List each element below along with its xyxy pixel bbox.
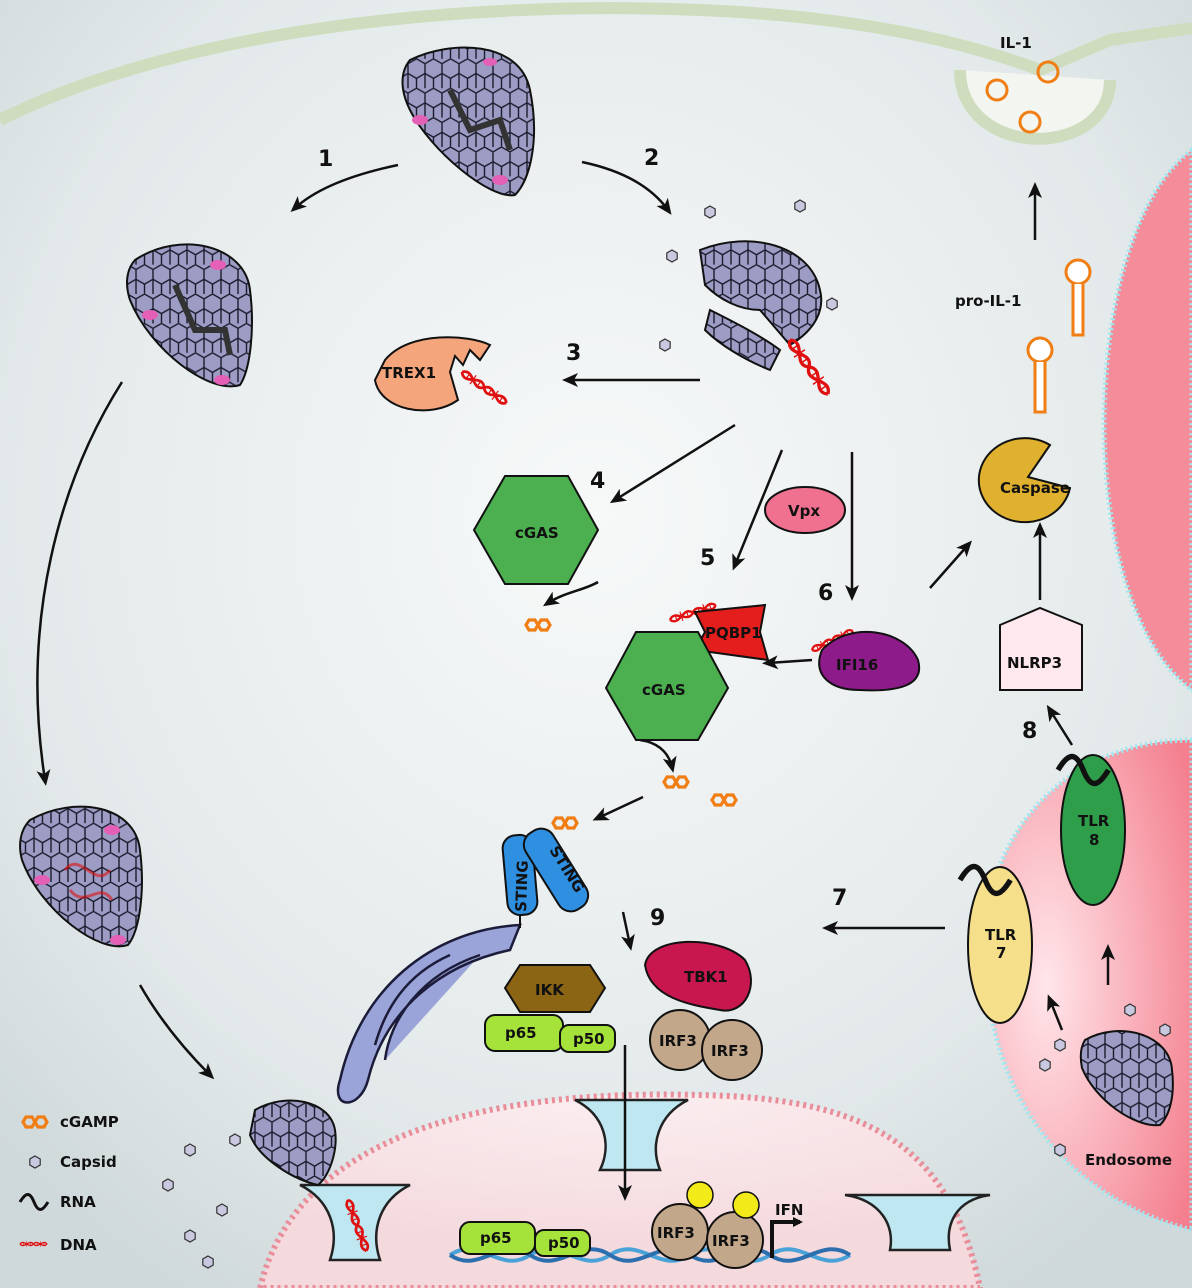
tlr8-label-b: 8 (1089, 831, 1099, 849)
pqbp1-protein (693, 603, 770, 662)
caspase-protein (977, 437, 1072, 524)
virion-uncoating (698, 240, 823, 372)
virion-endosome (1079, 1030, 1174, 1127)
trex1-protein (373, 336, 492, 412)
legend: cGAMP Capsid RNA DNA (18, 1113, 119, 1254)
step-number: 8 (1022, 719, 1037, 744)
capsid-icon (29, 1155, 41, 1169)
pqbp1-label: PQBP1 (705, 624, 762, 642)
phosphate-icon (732, 1191, 760, 1219)
p50-nuclear-protein (534, 1229, 591, 1257)
tlr7-label-a: TLR (985, 926, 1017, 944)
endoplasmic-reticulum (336, 923, 522, 1104)
irf3-label-a: IRF3 (659, 1032, 697, 1050)
ikk-label: IKK (535, 981, 565, 999)
trex1-label: TREX1 (382, 364, 436, 382)
plasma-membrane (0, 2, 1192, 126)
virion-nuclear-entry (248, 1099, 337, 1187)
p50-label: p50 (573, 1030, 605, 1048)
vesicle-membrane (954, 69, 1116, 145)
irf3-protein-b (701, 1019, 763, 1081)
ifi16-label: IFI16 (836, 656, 878, 674)
nuclear-pore-left (299, 1183, 411, 1262)
legend-label: cGAMP (60, 1113, 119, 1131)
nlrp3-label: NLRP3 (1007, 654, 1062, 672)
p65-label: p65 (505, 1024, 537, 1042)
step-number: 3 (566, 341, 581, 366)
right-compartment (1101, 146, 1192, 694)
endosome-label: Endosome (1085, 1151, 1172, 1169)
p50-nuclear-label: p50 (548, 1234, 580, 1252)
cgas-bottom-label: cGAS (642, 681, 686, 699)
irf3-label-b: IRF3 (711, 1042, 749, 1060)
tlr7-label-b: 7 (996, 944, 1006, 962)
step-number: 4 (590, 469, 605, 494)
p50-protein (559, 1024, 616, 1053)
sting-label-a: STING (512, 860, 532, 912)
virion-top (401, 46, 536, 197)
irf3-nuclear-label-b: IRF3 (712, 1232, 750, 1250)
caspase-label: Caspase (1000, 479, 1070, 497)
transcription-start-icon (770, 1217, 803, 1258)
virion-left (126, 243, 253, 388)
step-number: 2 (644, 146, 659, 171)
step-number: 6 (818, 581, 833, 606)
step-number: 5 (700, 546, 715, 571)
legend-label: DNA (60, 1236, 97, 1254)
nuclear-pore-right (844, 1193, 991, 1252)
virion-lower-left (19, 805, 143, 948)
tlr8-receptor (1060, 754, 1126, 906)
vpx-label: Vpx (788, 502, 820, 520)
il1-particles (985, 60, 1060, 134)
cgas-top-label: cGAS (515, 524, 559, 542)
tlr8-label-a: TLR (1078, 812, 1110, 830)
tbk1-protein (643, 940, 752, 1012)
tbk1-label: TBK1 (684, 968, 728, 986)
nuclear-pore-center (574, 1098, 689, 1172)
ikk-protein (503, 964, 607, 1013)
legend-label: RNA (60, 1193, 96, 1211)
ifn-label: IFN (775, 1201, 803, 1219)
pro-il1-label: pro-IL-1 (955, 292, 1021, 310)
irf3-nuclear-label-a: IRF3 (657, 1224, 695, 1242)
ifi16-protein (818, 630, 921, 692)
pro-il1-icon (1026, 258, 1092, 414)
sting-dimer (501, 827, 590, 928)
step-number: 7 (832, 886, 847, 911)
step-number: 9 (650, 906, 665, 931)
step-number: 1 (318, 147, 333, 172)
nlrp3-protein (999, 606, 1083, 691)
legend-label: Capsid (60, 1153, 117, 1171)
tlr7-receptor (967, 866, 1033, 1024)
il1-label: IL-1 (1000, 34, 1032, 52)
p65-nuclear-label: p65 (480, 1229, 512, 1247)
phosphate-icon (686, 1181, 714, 1209)
arrows (36, 160, 1115, 1201)
cgas-top-protein (472, 475, 600, 585)
vpx-protein (764, 486, 846, 534)
cgas-bottom-protein (604, 631, 730, 741)
